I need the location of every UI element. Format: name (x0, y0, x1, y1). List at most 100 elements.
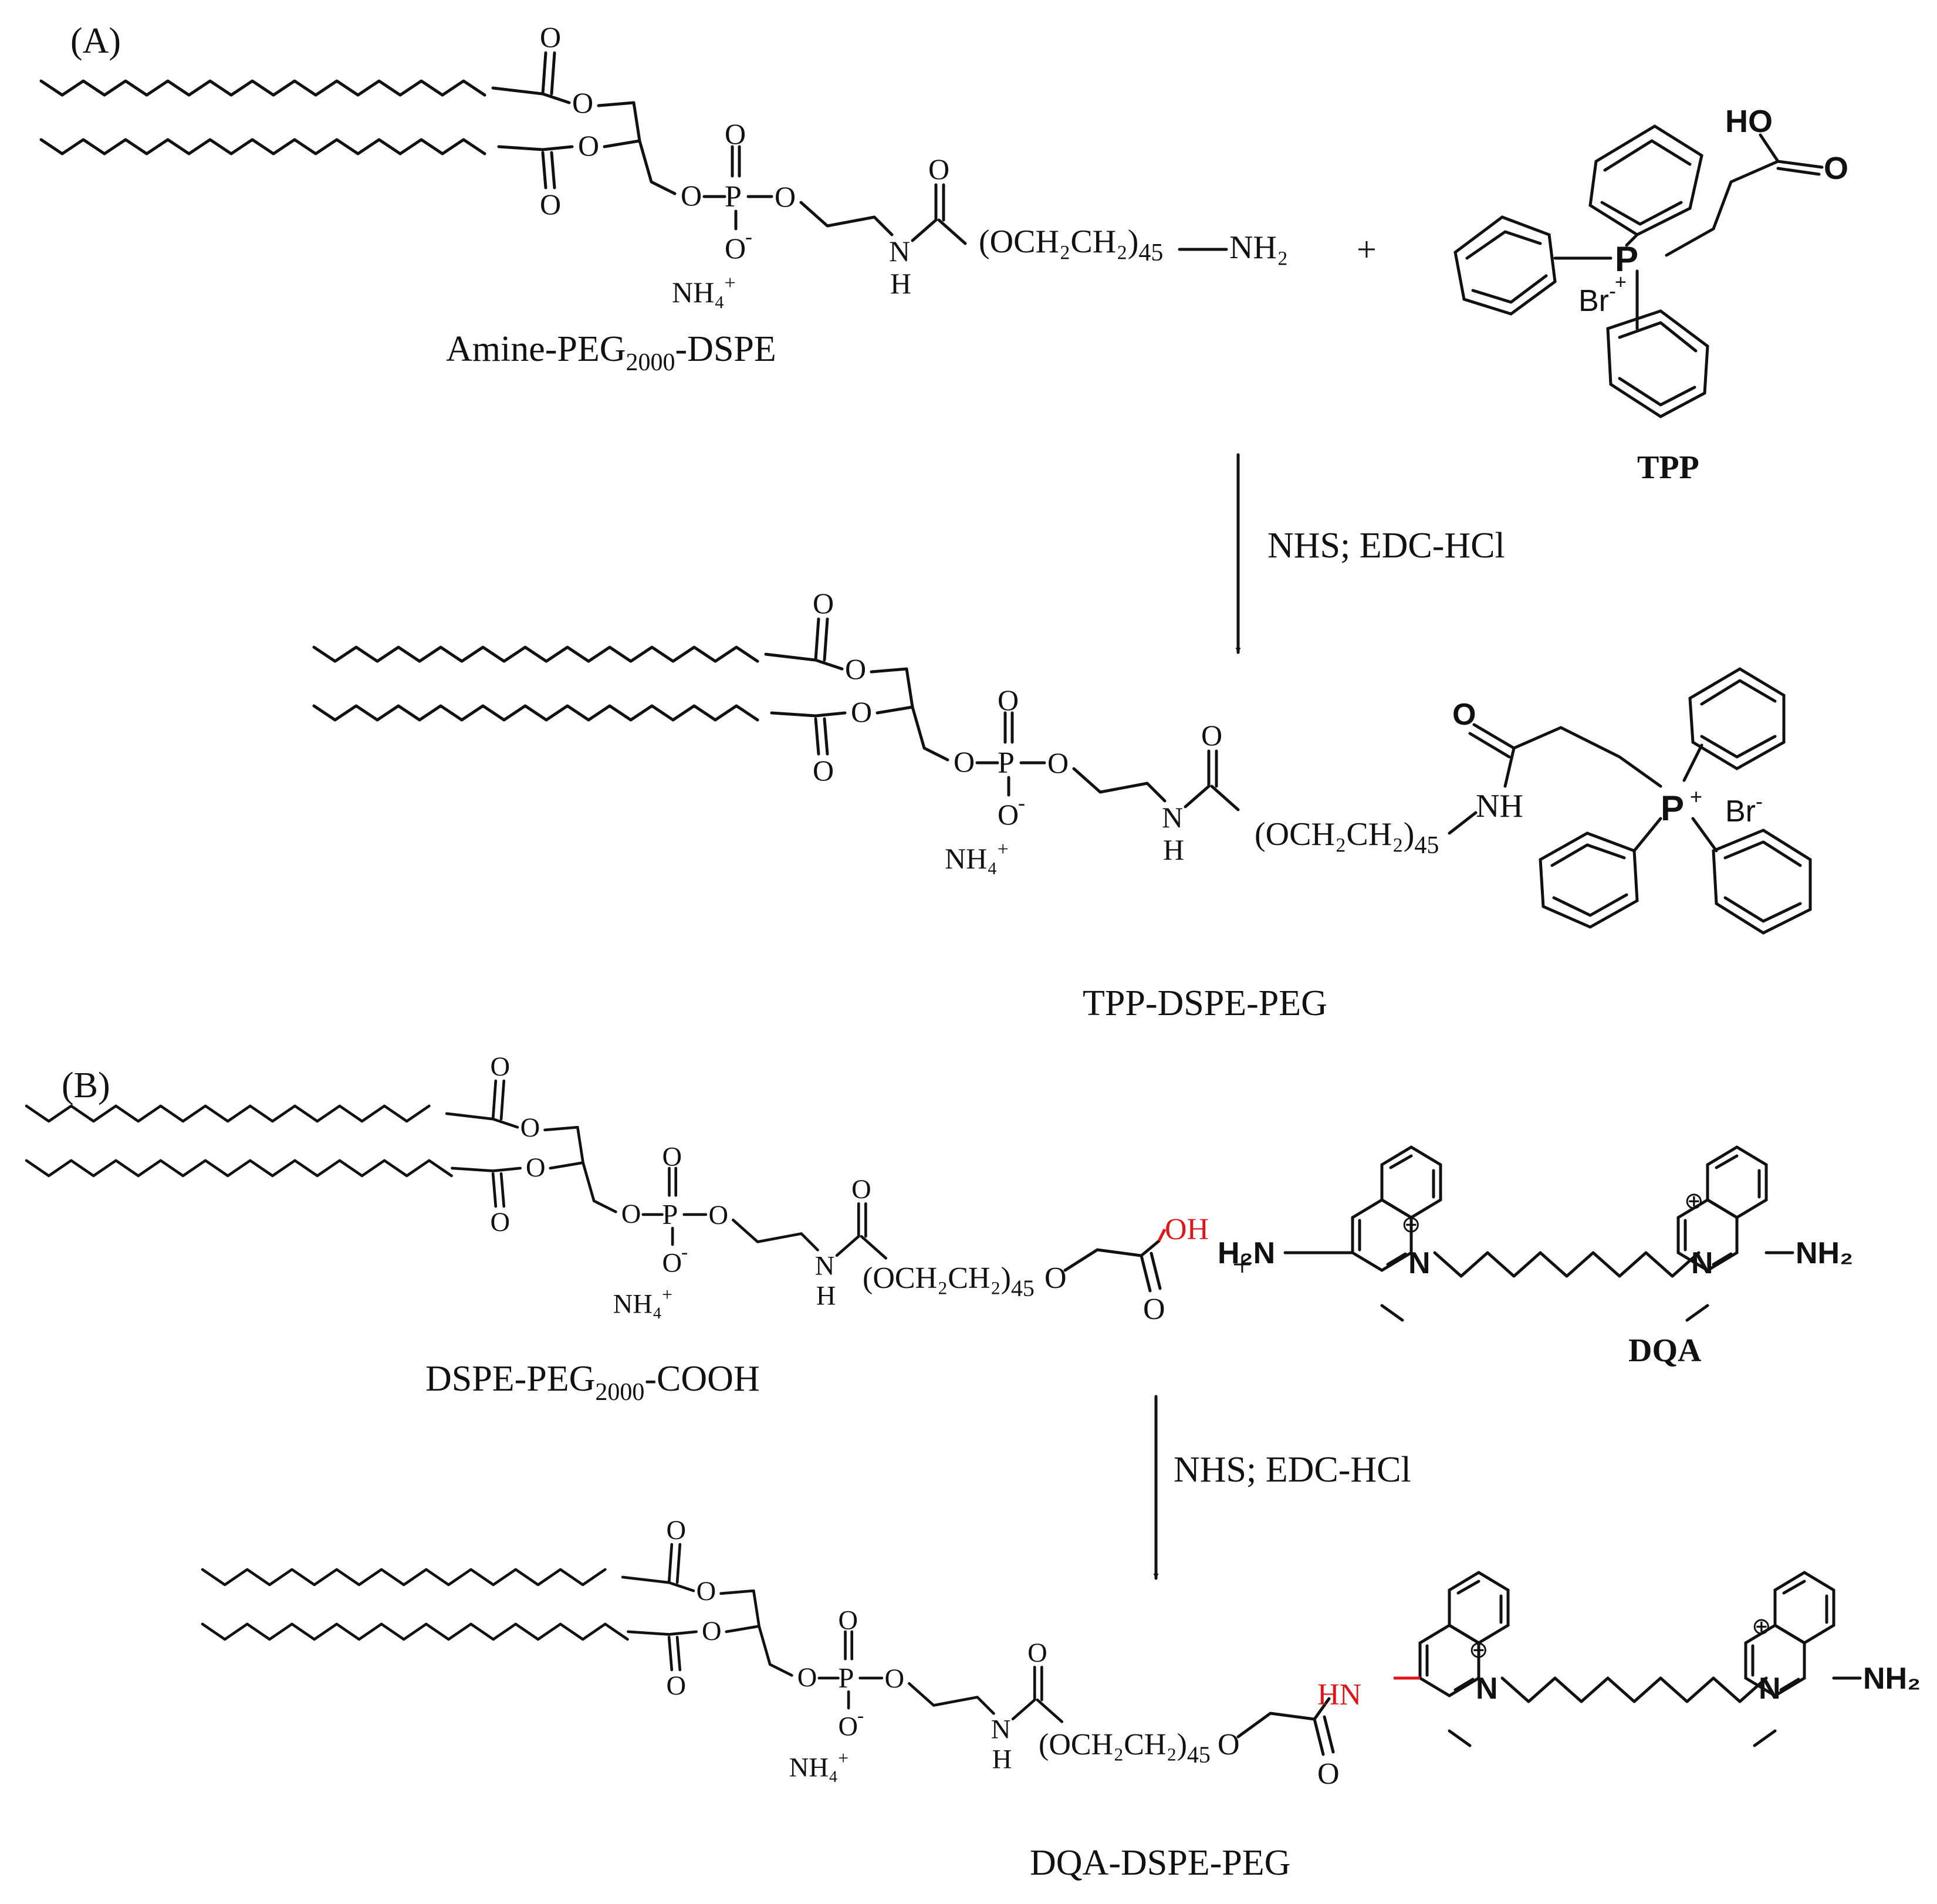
dqa-left-ring-n: N (1408, 1246, 1431, 1280)
peg-repeat-a: (OCH₂CH₂) (979, 224, 1138, 260)
phosphate-o-ethyl: O (709, 1200, 729, 1230)
dqa-right-ring-n: N (1759, 1672, 1781, 1706)
dqa-right-amine: NH₂ (1863, 1662, 1921, 1696)
phosphorus: P (838, 1663, 854, 1694)
phosphate-o-ethyl: O (1047, 746, 1069, 779)
phosphate-charge: - (857, 1705, 864, 1726)
dqa-left-charge: ⊕ (1401, 1212, 1421, 1237)
dqa-right-charge: ⊕ (1752, 1614, 1772, 1639)
carbonyl-o-2: O (540, 188, 561, 221)
ester-o-2: O (526, 1153, 546, 1183)
dqa-right-ring-n: N (1691, 1246, 1713, 1280)
terminal-amine-a: NH₂ (1229, 229, 1288, 266)
dqa-moiety-product: ⊕ N ⊕ N NH₂ (1394, 1571, 1921, 1747)
phosphate-o-ester: O (954, 745, 975, 778)
peg-chain-a-product: (OCH₂CH₂)45 NH O P + Br- (1255, 667, 1812, 935)
ammonium-counterion: NH₄+ (789, 1748, 849, 1783)
carboxylic-acid-oh: OH (1165, 1213, 1209, 1246)
dqa-right-amine: NH₂ (1796, 1236, 1853, 1270)
fatty-acid-chain-2 (201, 1622, 629, 1641)
phosphate-o-ester: O (621, 1199, 641, 1229)
reaction-conditions-b: NHS; EDC-HCl (1174, 1450, 1411, 1490)
ester-o-1: O (572, 86, 593, 119)
svg-text:(OCH₂CH₂)45: (OCH₂CH₂)45 (1255, 816, 1439, 859)
tpp-amide-o: O (1452, 698, 1476, 732)
decamethylene-linker (1500, 1676, 1768, 1703)
tpp-reagent: P + Br- HO O TPP (1453, 104, 1848, 486)
ester-o-2: O (702, 1616, 722, 1646)
ammonium-counterion: NH₄+ (945, 838, 1009, 875)
phosphorus: P (725, 180, 742, 214)
carbamate-n: N (889, 235, 910, 268)
svg-text:(OCH₂CH₂)45: (OCH₂CH₂)45 (863, 1262, 1035, 1301)
ester-o-2: O (851, 695, 872, 728)
starting-material-a-name: Amine-PEG2000-DSPE (446, 329, 776, 376)
tpp-product-phosphonium: P (1661, 789, 1684, 828)
phosphorus: P (662, 1199, 678, 1230)
phosphate-o-double: O (725, 117, 746, 150)
ammonium-counterion: NH₄+ (672, 272, 736, 309)
carbonyl-o-1: O (540, 21, 561, 53)
ammonium-counterion: NH₄+ (613, 1284, 672, 1319)
carbamate-o: O (1027, 1638, 1047, 1668)
dqa-left-amine: H₂N (1218, 1236, 1275, 1270)
carbonyl-o-2: O (813, 754, 834, 787)
peg-count-a: 45 (1138, 239, 1163, 266)
carbonyl-o-2: O (491, 1208, 511, 1237)
product-b-name: DQA-DSPE-PEG (1030, 1843, 1290, 1883)
carbonyl-o-1: O (491, 1052, 511, 1082)
carbamate-n: N (815, 1251, 835, 1281)
carbamate-o: O (928, 153, 949, 185)
fatty-acid-chain-2 (25, 1159, 453, 1178)
dqa-left-ring-n: N (1476, 1672, 1498, 1706)
fatty-acid-chain-1 (39, 79, 486, 97)
carbonyl-o-1: O (813, 587, 834, 620)
dqa-right-charge: ⊕ (1684, 1188, 1704, 1214)
svg-text:(OCH₂CH₂)45: (OCH₂CH₂)45 (1039, 1728, 1211, 1768)
phosphate-o-ethyl: O (775, 180, 796, 213)
fatty-acid-chain-1 (312, 645, 759, 663)
tpp-bromide: Br- (1578, 279, 1616, 318)
tpp-phosphonium-charge: + (1615, 271, 1627, 293)
carbamate-h: H (992, 1744, 1012, 1774)
svg-text:(OCH₂CH₂)45: (OCH₂CH₂)45 (979, 224, 1163, 266)
phosphate-o-minus: O (662, 1249, 682, 1279)
ester-o-1: O (845, 652, 866, 685)
carbamate-h: H (816, 1281, 836, 1311)
panel-b-label: (B) (62, 1066, 110, 1105)
dqa-reagent-name: DQA (1628, 1333, 1702, 1369)
carbamate-o: O (1201, 719, 1222, 752)
phosphate-charge: - (745, 225, 752, 248)
tpp-product-charge: + (1690, 784, 1702, 809)
plus-sign-b: + (1232, 1245, 1252, 1284)
dqa-right-quinolinium (1744, 1571, 1835, 1697)
phosphate-o-minus: O (998, 798, 1019, 831)
dqa-left-charge: ⊕ (1469, 1637, 1489, 1663)
phosphate-charge: - (1018, 791, 1025, 814)
phosphate-o-double: O (838, 1605, 858, 1635)
carbamate-n: N (991, 1714, 1011, 1744)
tpp-reagent-name: TPP (1637, 449, 1699, 486)
starting-material-b-name: DSPE-PEG2000-COOH (425, 1359, 760, 1406)
ester-o-1: O (520, 1113, 540, 1143)
peg-chain-b-product: (OCH₂CH₂)45 O O HN (1039, 1678, 1361, 1791)
phosphate-o-minus: O (838, 1712, 858, 1742)
dqa-right-quinolinium (1676, 1145, 1768, 1272)
carbamate-h: H (890, 267, 911, 300)
reaction-conditions-a: NHS; EDC-HCl (1267, 526, 1505, 566)
amide-o-b-product: O (1317, 1757, 1340, 1791)
peg-chain-b: (OCH₂CH₂)45 O OH O (863, 1213, 1209, 1326)
peg-chain-a: (OCH₂CH₂)45 NH₂ (979, 224, 1288, 266)
fatty-acid-chain-1 (201, 1568, 607, 1587)
ester-o-2: O (578, 129, 599, 162)
fatty-acid-chain-2 (312, 704, 759, 722)
phosphate-o-double: O (998, 684, 1019, 716)
plus-sign-a: + (1357, 230, 1377, 269)
tpp-product-bromide: Br- (1725, 789, 1763, 828)
panel-a-label: (A) (70, 21, 121, 61)
carbamate-h: H (1163, 833, 1184, 866)
